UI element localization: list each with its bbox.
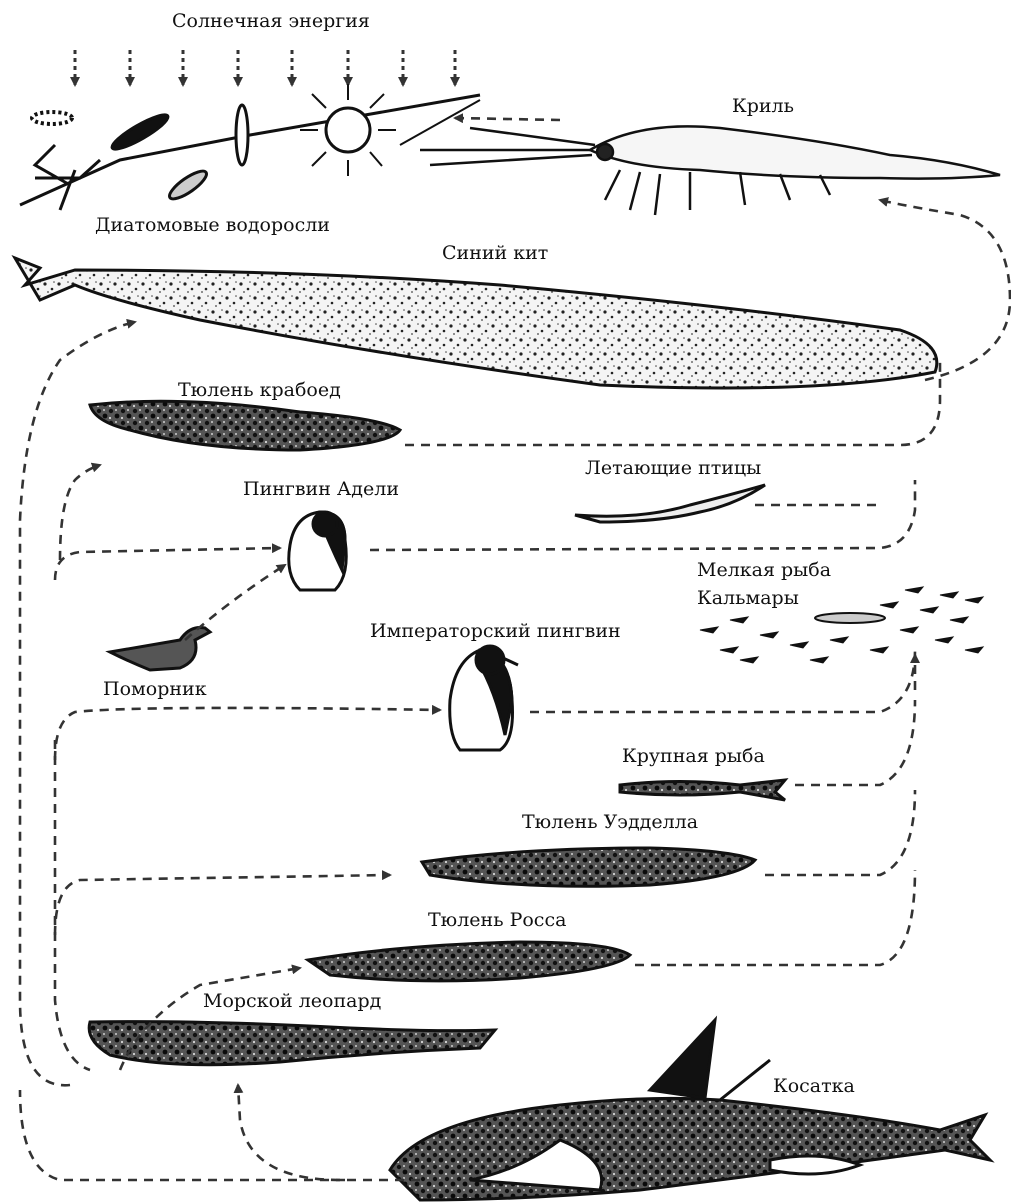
crabeater-seal-illustration bbox=[90, 401, 400, 450]
ross-seal-illustration bbox=[308, 942, 630, 981]
label-small-fish: Мелкая рыба bbox=[697, 561, 831, 580]
blue-whale-illustration bbox=[15, 258, 937, 388]
adelie-penguin-illustration bbox=[289, 512, 347, 590]
label-flying-birds: Летающие птицы bbox=[585, 459, 761, 478]
label-orca: Косатка bbox=[773, 1077, 855, 1096]
label-crabeater-seal: Тюлень крабоед bbox=[178, 381, 341, 400]
emperor-penguin-illustration bbox=[450, 646, 518, 750]
label-ross-seal: Тюлень Росса bbox=[428, 911, 566, 930]
label-squid: Кальмары bbox=[697, 589, 799, 608]
label-solar-energy: Солнечная энергия bbox=[172, 12, 370, 31]
label-blue-whale: Синий кит bbox=[442, 244, 548, 263]
large-fish-illustration bbox=[620, 780, 785, 800]
diatoms-illustration bbox=[20, 84, 480, 210]
flying-bird-illustration bbox=[575, 485, 765, 522]
label-diatoms: Диатомовые водоросли bbox=[95, 216, 330, 235]
label-krill: Криль bbox=[732, 97, 794, 116]
label-adelie-penguin: Пингвин Адели bbox=[243, 480, 399, 499]
label-leopard-seal: Морской леопард bbox=[203, 992, 381, 1011]
label-weddell-seal: Тюлень Уэдделла bbox=[522, 813, 698, 832]
krill-illustration bbox=[420, 126, 1000, 215]
label-large-fish: Крупная рыба bbox=[622, 747, 765, 766]
leopard-seal-illustration bbox=[89, 1022, 495, 1065]
solar-energy-arrows bbox=[75, 50, 455, 85]
label-skua: Поморник bbox=[103, 680, 207, 699]
skua-illustration bbox=[110, 628, 210, 671]
weddell-seal-illustration bbox=[422, 848, 755, 886]
label-emperor-penguin: Императорский пингвин bbox=[370, 622, 621, 641]
